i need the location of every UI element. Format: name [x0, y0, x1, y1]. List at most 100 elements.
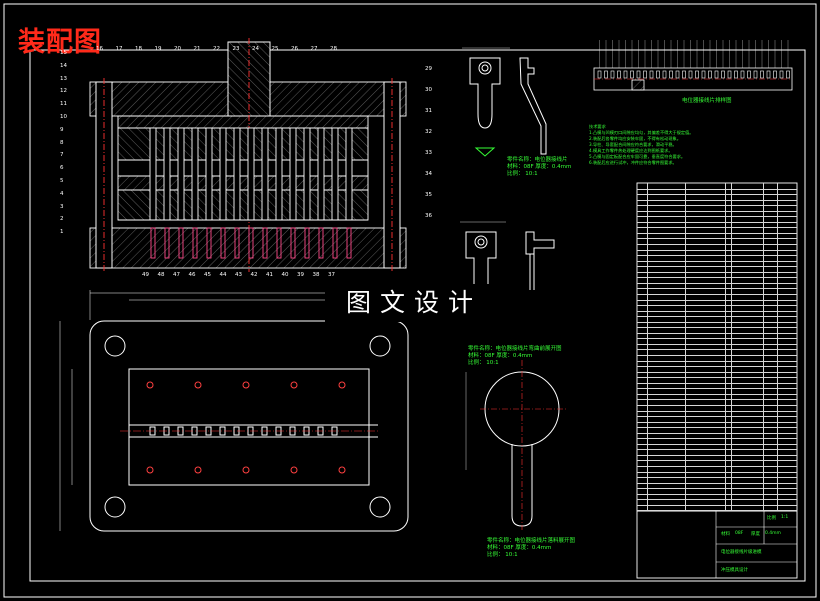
part-number-label: 14	[60, 62, 67, 69]
die-hole	[234, 227, 240, 259]
die-hole	[304, 227, 310, 259]
tech-note-line: 3.导柱、导套配合间隙应符合要求，滑动平稳。	[589, 142, 677, 147]
strip-pitch	[688, 70, 693, 79]
bom-column-rule	[725, 183, 726, 511]
strip-pitch	[597, 70, 602, 79]
punch	[149, 127, 157, 221]
bom-row	[637, 405, 797, 412]
part-number-label: 17	[115, 46, 123, 52]
bom-row	[637, 200, 797, 207]
tech-note-line: 2.装配后各零件均应安装牢固，不得有松动现象。	[589, 136, 681, 141]
bom-row	[637, 499, 797, 506]
bom-row	[637, 189, 797, 196]
bom-row	[637, 294, 797, 301]
bom-row	[637, 194, 797, 201]
screw-hole	[146, 466, 154, 474]
part-number-label: 18	[135, 46, 142, 52]
part-number-label: 8	[60, 139, 64, 146]
part-number-label: 26	[291, 46, 298, 52]
bom-row	[637, 455, 797, 462]
screw-hole	[338, 466, 346, 474]
part-number-label: 24	[252, 46, 259, 52]
part-number-label: 32	[425, 129, 432, 135]
part-number-label: 4	[60, 190, 64, 197]
strip-pitch	[695, 70, 699, 79]
part-number-label: 39	[297, 272, 304, 278]
tb-scale-label: 比例	[767, 516, 776, 521]
strip-pitch	[786, 70, 790, 79]
strip-pitch	[760, 70, 764, 79]
punch	[191, 127, 199, 221]
part-number-label: 29	[425, 66, 432, 72]
bom-row	[637, 261, 797, 268]
part-number-label: 16	[96, 46, 103, 52]
die-hole	[346, 227, 352, 259]
bom-row	[637, 355, 797, 362]
part1-title: 零件名称：电位器接线片	[507, 157, 568, 163]
die-hole	[150, 227, 156, 259]
part2-notes: 零件名称：电位器接线片弯曲前展开图 材料：08F 厚度：0.4mm 比例： 10…	[468, 346, 562, 367]
bom-row	[637, 461, 797, 468]
bom-row	[637, 338, 797, 345]
part-number-label: 37	[328, 272, 335, 278]
strip-pitch	[682, 70, 686, 79]
screw-hole	[338, 381, 346, 389]
bom-row	[637, 488, 797, 495]
part-number-label: 15	[60, 50, 67, 56]
bom-column-rule	[647, 183, 648, 511]
part-view-1	[462, 47, 547, 157]
part-number-label: 5	[60, 178, 64, 184]
die-hole	[192, 227, 198, 259]
screw-hole	[242, 381, 250, 389]
punch	[177, 127, 185, 221]
part-number-label: 25	[271, 46, 279, 52]
part3-scale: 比例： 10:1	[487, 552, 518, 558]
part2-scale: 比例： 10:1	[468, 360, 499, 366]
bom-row	[637, 344, 797, 351]
bom-row	[637, 244, 797, 251]
tb-thickness-label: 厚度	[751, 532, 760, 537]
tech-note-line: 1.凸模与凹模刃口间隙应均匀，其偏差不得大于规定值。	[589, 130, 694, 135]
strip-pitch	[623, 70, 628, 79]
strip-pitch	[779, 70, 784, 79]
screw-hole	[194, 466, 202, 474]
bom-row	[637, 411, 797, 418]
strip-layout-title: 电位器接线片排样图	[682, 98, 732, 104]
strip-pitch	[708, 70, 712, 79]
tb-school: 冲压模具设计	[721, 568, 748, 573]
assembly-section	[89, 38, 407, 272]
part-number-label: 28	[330, 46, 337, 52]
bill-of-materials	[637, 183, 797, 512]
tech-note-line: 6.装配后应进行试冲，冲件应符合零件图要求。	[589, 160, 677, 165]
bom-row	[637, 444, 797, 451]
bom-row	[637, 466, 797, 473]
bom-column-rule	[685, 183, 686, 511]
part-number-label: 27	[310, 46, 318, 52]
part-number-label: 1	[60, 229, 64, 236]
strip-pitch	[766, 70, 771, 79]
part-number-label: 21	[193, 46, 201, 52]
tech-note-line: 4.模具工作零件热处理硬度应达到图纸要求。	[589, 148, 673, 153]
bom-row	[637, 227, 797, 234]
bom-row	[637, 438, 797, 445]
bom-row	[637, 327, 797, 334]
part1-notes: 零件名称：电位器接线片 材料：08F 厚度：0.4mm 比例： 10:1	[507, 157, 571, 178]
punch	[317, 127, 325, 221]
die-hole	[332, 227, 338, 259]
part-number-label: 19	[154, 46, 162, 52]
bom-row	[637, 255, 797, 262]
part3-notes: 零件名称：电位器接线片落料展开图 材料：08F 厚度：0.4mm 比例： 10:…	[487, 538, 575, 559]
bom-row	[637, 322, 797, 329]
part-number-label: 42	[250, 272, 258, 278]
part-number-label: 20	[174, 46, 181, 52]
screw-hole	[242, 466, 250, 474]
part-number-label: 49	[142, 272, 149, 278]
die-hole	[164, 227, 170, 259]
punch	[219, 127, 227, 221]
strip-pitch	[656, 70, 660, 79]
die-hole	[318, 227, 324, 259]
strip-pitch	[675, 70, 680, 79]
part-number-label: 30	[425, 87, 432, 93]
strip-pitch	[721, 70, 725, 79]
part1-scale: 比例： 10:1	[507, 171, 538, 177]
